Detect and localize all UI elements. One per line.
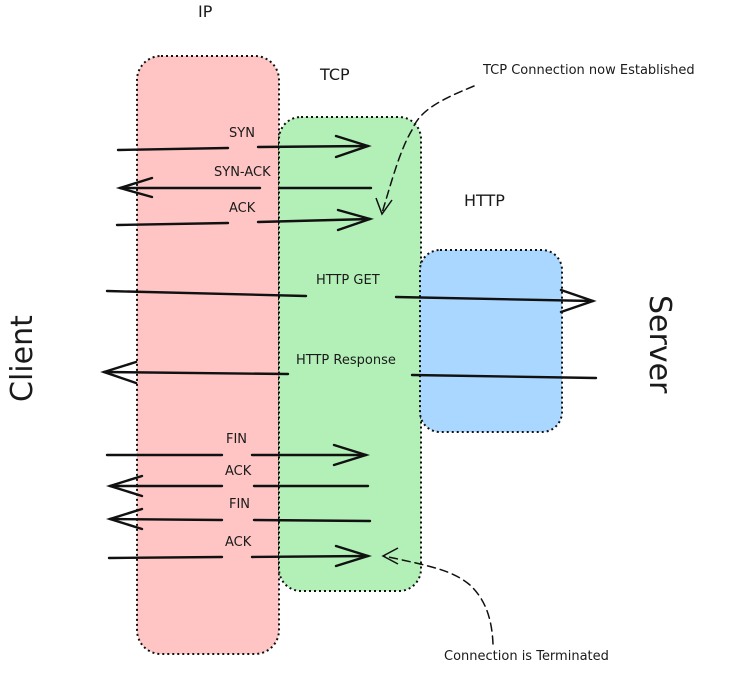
terminated-pointer <box>383 555 494 645</box>
http-get-arrow <box>105 288 597 314</box>
syn-arrow <box>116 134 372 159</box>
http-get-label: HTTP GET <box>316 273 380 288</box>
fin-arrow-1 <box>105 443 371 467</box>
fin-label-1: FIN <box>226 432 247 447</box>
message-labels: SYN SYN-ACK ACK HTTP GET HTTP Response F… <box>212 124 396 550</box>
established-pointer <box>381 85 475 214</box>
ack-arrow-3 <box>107 544 373 568</box>
client-label: Client <box>5 315 40 402</box>
server-label: Server <box>642 295 677 394</box>
ack-label-2: ACK <box>225 464 252 479</box>
syn-ack-arrow <box>115 176 373 199</box>
http-layer-box <box>419 249 563 433</box>
syn-ack-label: SYN-ACK <box>214 165 271 180</box>
terminated-annotation: Connection is Terminated <box>444 649 609 664</box>
ack-arrow-1 <box>115 208 375 232</box>
syn-label: SYN <box>229 126 255 141</box>
fin-arrow-2 <box>105 507 372 531</box>
ack-label-1: ACK <box>229 201 256 216</box>
http-response-arrow <box>100 360 598 385</box>
http-response-label: HTTP Response <box>296 353 396 368</box>
ip-layer-box <box>136 55 280 655</box>
ack-label-3: ACK <box>225 535 252 550</box>
tcp-layer-label: TCP <box>319 65 350 84</box>
ip-layer-label: IP <box>198 2 213 21</box>
tcp-layer-box <box>278 116 422 592</box>
fin-label-2: FIN <box>229 497 250 512</box>
ack-arrow-2 <box>105 474 370 498</box>
established-annotation: TCP Connection now Established <box>482 63 695 78</box>
http-layer-label: HTTP <box>464 191 505 210</box>
